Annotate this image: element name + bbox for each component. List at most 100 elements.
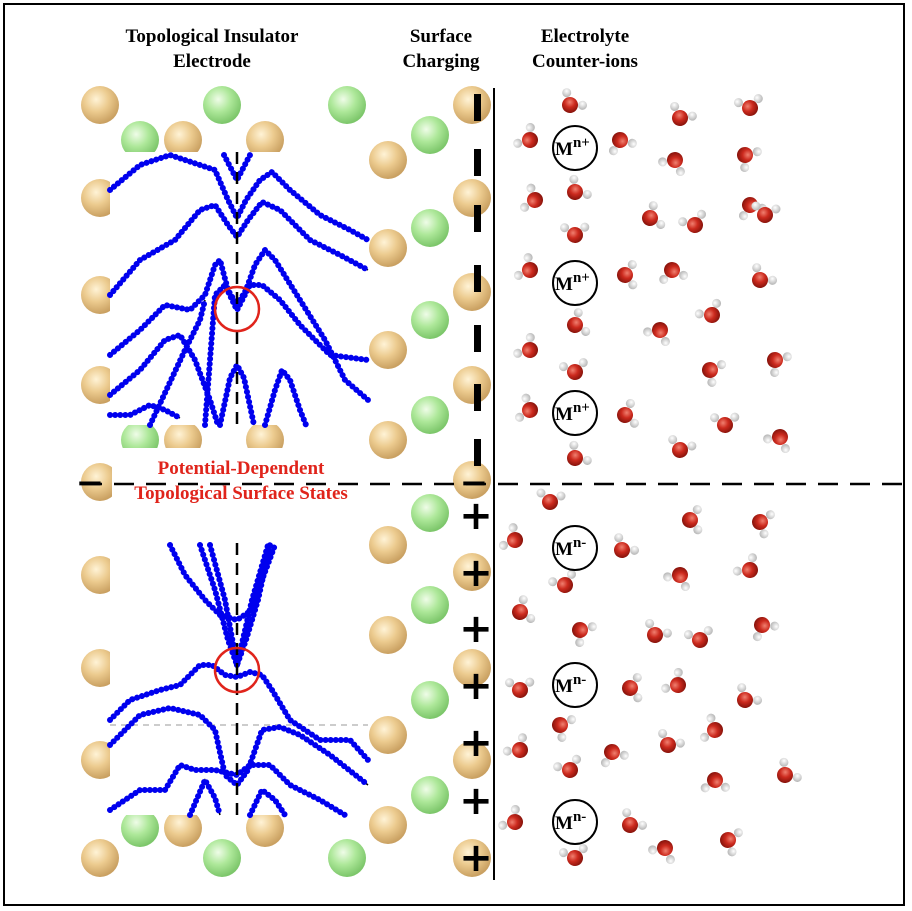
tan-atom bbox=[453, 839, 491, 877]
water-molecule bbox=[617, 398, 639, 428]
water-molecule bbox=[558, 358, 588, 380]
water-molecule bbox=[700, 772, 730, 793]
positive-charge-symbol: + bbox=[459, 606, 493, 652]
counter-ions: Mn+Mn+Mn+Mn-Mn-Mn- bbox=[552, 125, 598, 845]
water-molecules bbox=[498, 88, 802, 866]
tan-atom bbox=[453, 649, 491, 687]
ion-label: Mn- bbox=[555, 672, 586, 697]
ion-label: Mn+ bbox=[555, 135, 590, 160]
positive-charge-symbol: + bbox=[459, 550, 493, 596]
water-molecule bbox=[752, 263, 778, 288]
water-molecule bbox=[643, 322, 670, 347]
ion-label: Mn+ bbox=[555, 270, 590, 295]
water-molecule bbox=[567, 440, 592, 466]
band-structure-top bbox=[107, 152, 371, 428]
water-molecule bbox=[733, 94, 763, 116]
water-molecule bbox=[658, 728, 685, 753]
water-molecule bbox=[567, 308, 591, 337]
band-points bbox=[202, 282, 371, 428]
water-molecule bbox=[700, 713, 723, 742]
water-molecule bbox=[505, 677, 535, 698]
green-atom bbox=[121, 121, 159, 159]
water-molecule bbox=[737, 683, 763, 708]
tan-atom bbox=[81, 276, 119, 314]
anion-ion: Mn- bbox=[552, 662, 598, 708]
tan-atom bbox=[453, 461, 491, 499]
positive-charge-symbol: + bbox=[459, 778, 493, 824]
green-atom bbox=[121, 809, 159, 847]
figure-border bbox=[3, 3, 905, 906]
tan-atom bbox=[453, 741, 491, 779]
green-atom bbox=[203, 86, 241, 124]
surface-state-highlight-circle bbox=[213, 285, 261, 333]
water-molecule bbox=[520, 183, 543, 212]
water-molecule bbox=[536, 488, 566, 510]
tan-atom bbox=[81, 556, 119, 594]
water-molecule bbox=[560, 222, 590, 243]
cation-ion: Mn+ bbox=[552, 260, 598, 306]
tan-atom bbox=[81, 649, 119, 687]
band-points bbox=[207, 542, 240, 668]
negative-charge-bar bbox=[474, 149, 481, 176]
surface-state-highlight-circle bbox=[213, 646, 261, 694]
tan-atom bbox=[81, 839, 119, 877]
tan-atom bbox=[369, 716, 407, 754]
band-points bbox=[217, 362, 257, 428]
tan-atom bbox=[164, 121, 202, 159]
water-molecule bbox=[658, 152, 685, 177]
cation-ion: Mn+ bbox=[552, 390, 598, 436]
band-structure-bottom bbox=[107, 542, 371, 818]
band-points bbox=[187, 777, 223, 818]
water-molecule bbox=[642, 201, 666, 230]
negative-charge-bar bbox=[474, 384, 481, 411]
header-charging-line2: Charging bbox=[402, 51, 480, 72]
header-electrolyte-line1: Electrolyte bbox=[541, 26, 629, 47]
tan-atom bbox=[369, 421, 407, 459]
positive-charge-symbol: + bbox=[459, 835, 493, 881]
water-molecule bbox=[752, 510, 775, 539]
water-molecule bbox=[663, 567, 690, 592]
header-electrode-line1: Topological Insulator bbox=[126, 26, 300, 47]
water-molecule bbox=[515, 393, 538, 422]
negative-charge-symbol: − bbox=[76, 463, 105, 503]
water-molecule bbox=[659, 262, 689, 284]
header-charging-line1: Surface bbox=[410, 26, 472, 47]
negative-charge-symbol: − bbox=[460, 463, 489, 503]
water-molecule bbox=[752, 617, 780, 642]
band-points bbox=[262, 367, 309, 428]
surface-charges: −−+++++++ bbox=[76, 94, 493, 881]
tan-atom bbox=[453, 273, 491, 311]
water-molecule bbox=[720, 828, 743, 857]
band-points bbox=[247, 787, 288, 818]
ion-label: Mn- bbox=[555, 535, 586, 560]
green-atom bbox=[411, 209, 449, 247]
band-points bbox=[107, 762, 348, 818]
tan-atom bbox=[164, 809, 202, 847]
water-molecule bbox=[600, 744, 629, 768]
tan-atom bbox=[369, 616, 407, 654]
water-molecule bbox=[558, 844, 588, 866]
water-molecule bbox=[502, 733, 528, 758]
green-atom bbox=[411, 396, 449, 434]
water-molecule bbox=[683, 626, 713, 648]
tan-atom bbox=[81, 741, 119, 779]
water-molecule bbox=[513, 253, 538, 280]
green-atom bbox=[411, 494, 449, 532]
water-molecule bbox=[513, 332, 538, 358]
green-atom bbox=[411, 681, 449, 719]
water-molecule bbox=[513, 122, 538, 148]
tan-atom bbox=[453, 86, 491, 124]
tan-atom bbox=[246, 809, 284, 847]
band-points bbox=[107, 152, 371, 243]
water-molecule bbox=[553, 754, 582, 778]
water-molecule bbox=[552, 715, 577, 742]
water-molecule bbox=[562, 88, 588, 113]
water-molecule bbox=[614, 533, 640, 558]
band-points bbox=[234, 542, 271, 668]
tan-atom bbox=[369, 526, 407, 564]
water-molecule bbox=[751, 201, 781, 223]
band-points bbox=[107, 402, 183, 421]
surface-states-label-line2: Topological Surface States bbox=[134, 483, 348, 504]
water-molecule bbox=[710, 412, 740, 433]
